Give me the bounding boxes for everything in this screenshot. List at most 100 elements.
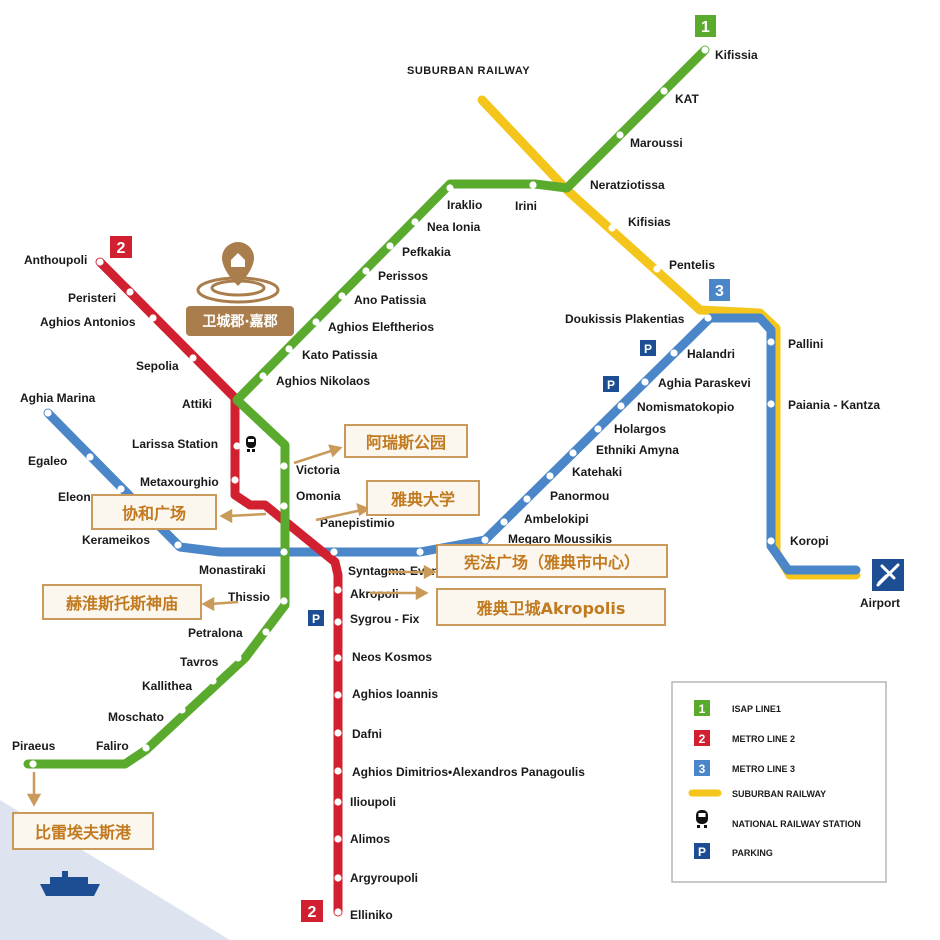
callout-areos-park[interactable]: 阿瑞斯公园 [344, 424, 468, 458]
station-egaleo[interactable]: Egaleo [28, 454, 67, 468]
callout-concord-square[interactable]: 协和广场 [91, 494, 217, 530]
station-pallini[interactable]: Pallini [788, 337, 823, 351]
station-dot [616, 131, 624, 139]
station-ethniki-amyna[interactable]: Ethniki Amyna [596, 443, 679, 457]
station-dot [189, 354, 197, 362]
station-faliro[interactable]: Faliro [96, 739, 129, 753]
station-neos-kosmos[interactable]: Neos Kosmos [352, 650, 432, 664]
station-dot [142, 744, 150, 752]
line2-badge-top: 2 [110, 236, 132, 258]
station-dots [29, 46, 775, 916]
station-dot [174, 541, 182, 549]
station-kat[interactable]: KAT [675, 92, 699, 106]
callout-university[interactable]: 雅典大学 [366, 480, 480, 516]
station-dot [334, 835, 342, 843]
suburban-railway-title: SUBURBAN RAILWAY [407, 65, 530, 77]
station-dot [334, 729, 342, 737]
station-katehaki[interactable]: Katehaki [572, 465, 622, 479]
hotel-pin-icon [196, 242, 280, 304]
station-dot [701, 46, 709, 54]
station-larissa[interactable]: Larissa Station [132, 437, 218, 451]
station-sygrou-fix[interactable]: Sygrou - Fix [350, 612, 420, 626]
hotel-label[interactable]: 卫城郡·嘉郡 [186, 306, 294, 336]
station-maroussi[interactable]: Maroussi [630, 136, 683, 150]
station-moschato[interactable]: Moschato [108, 710, 164, 724]
station-iraklio[interactable]: Iraklio [447, 198, 482, 212]
station-dafni[interactable]: Dafni [352, 727, 382, 741]
svg-text:P: P [607, 378, 615, 392]
station-victoria[interactable]: Victoria [296, 463, 340, 477]
callout-syntagma-square[interactable]: 宪法广场（雅典市中心） [436, 544, 668, 578]
station-doukissis-plakentias[interactable]: Doukissis Plakentias [565, 312, 685, 326]
station-dot [411, 218, 419, 226]
line3-badge: 3 [709, 279, 730, 301]
station-piraeus[interactable]: Piraeus [12, 739, 56, 753]
station-monastiraki[interactable]: Monastiraki [199, 563, 266, 577]
station-halandri[interactable]: Halandri [687, 347, 735, 361]
station-omonia[interactable]: Omonia [296, 489, 341, 503]
station-dot [209, 677, 217, 685]
station-tavros[interactable]: Tavros [180, 655, 219, 669]
station-kifissia[interactable]: Kifissia [715, 48, 758, 62]
station-holargos[interactable]: Holargos [614, 422, 666, 436]
station-aghia-marina[interactable]: Aghia Marina [20, 391, 96, 405]
station-thissio[interactable]: Thissio [228, 590, 270, 604]
station-aghios-eleftherios[interactable]: Aghios Eleftherios [328, 320, 434, 334]
callout-piraeus-port[interactable]: 比雷埃夫斯港 [12, 812, 154, 850]
station-ambelokipi[interactable]: Ambelokipi [524, 512, 589, 526]
station-anthoupoli[interactable]: Anthoupoli [24, 253, 87, 267]
svg-text:P: P [698, 845, 706, 859]
station-ano-patissia[interactable]: Ano Patissia [354, 293, 426, 307]
station-airport[interactable]: Airport [860, 596, 900, 610]
station-peristeri[interactable]: Peristeri [68, 291, 116, 305]
station-kallithea[interactable]: Kallithea [142, 679, 192, 693]
station-ilioupoli[interactable]: Ilioupoli [350, 795, 396, 809]
station-irini[interactable]: Irini [515, 199, 537, 213]
station-attiki[interactable]: Attiki [182, 397, 212, 411]
station-neratziotissa[interactable]: Neratziotissa [590, 178, 665, 192]
station-dot [280, 462, 288, 470]
station-panepistimio[interactable]: Panepistimio [320, 516, 395, 530]
station-elliniko[interactable]: Elliniko [350, 908, 393, 922]
callout-acropolis[interactable]: 雅典卫城Akropolis [436, 588, 666, 626]
station-megaro-moussikis[interactable]: Megaro Moussikis [508, 532, 612, 546]
station-aghios-nikolaos[interactable]: Aghios Nikolaos [276, 374, 370, 388]
station-eleon[interactable]: Eleon [58, 490, 91, 504]
station-dot [259, 372, 267, 380]
station-dot [362, 267, 370, 275]
station-argyroupoli[interactable]: Argyroupoli [350, 871, 418, 885]
svg-text:1: 1 [701, 19, 710, 36]
station-pefkakia[interactable]: Pefkakia [402, 245, 451, 259]
station-dot [231, 476, 239, 484]
station-kato-patissia[interactable]: Kato Patissia [302, 348, 378, 362]
station-syntagma[interactable]: Syntagma [348, 564, 406, 578]
station-koropi[interactable]: Koropi [790, 534, 829, 548]
svg-text:3: 3 [715, 283, 724, 300]
station-aghia-paraskevi[interactable]: Aghia Paraskevi [658, 376, 751, 390]
station-pentelis[interactable]: Pentelis [669, 258, 715, 272]
station-kerameikos[interactable]: Kerameikos [82, 533, 150, 547]
station-aghios-ioannis[interactable]: Aghios Ioannis [352, 687, 438, 701]
legend-label: METRO LINE 3 [732, 764, 795, 774]
station-nomismatokopio[interactable]: Nomismatokopio [637, 400, 734, 414]
station-nea-ionia[interactable]: Nea Ionia [427, 220, 481, 234]
station-petralona[interactable]: Petralona [188, 626, 243, 640]
station-aghios-dimitrios[interactable]: Aghios Dimitrios•Alexandros Panagoulis [352, 765, 585, 779]
station-metaxourghio[interactable]: Metaxourghio [140, 475, 219, 489]
station-dot [334, 654, 342, 662]
station-dot [767, 338, 775, 346]
station-alimos[interactable]: Alimos [350, 832, 390, 846]
station-perissos[interactable]: Perissos [378, 269, 428, 283]
parking-icon [694, 843, 710, 859]
station-dot [280, 502, 288, 510]
station-dot [149, 314, 157, 322]
callout-hephaestus-temple[interactable]: 赫淮斯托斯神庙 [42, 584, 202, 620]
station-paiania-kantza[interactable]: Paiania - Kantza [788, 398, 880, 412]
legend-label: METRO LINE 2 [732, 734, 795, 744]
station-sepolia[interactable]: Sepolia [136, 359, 179, 373]
legend: 1 ISAP LINE1 2 METRO LINE 2 3 METRO LINE… [671, 681, 887, 883]
station-aghios-antonios[interactable]: Aghios Antonios [40, 315, 136, 329]
station-kifisias[interactable]: Kifisias [628, 215, 671, 229]
station-panormou[interactable]: Panormou [550, 489, 609, 503]
legend-label: NATIONAL RAILWAY STATION [732, 819, 861, 829]
